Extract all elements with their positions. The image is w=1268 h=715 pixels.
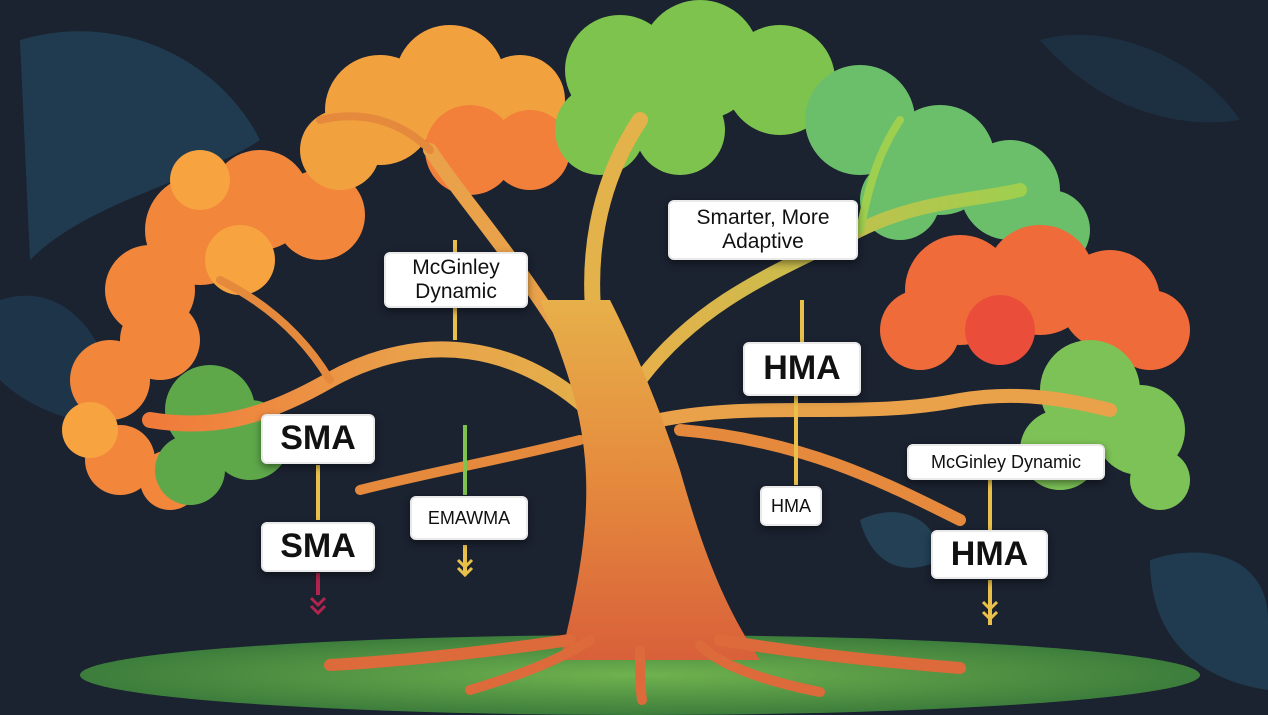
label-text: McGinley Dynamic [930,451,1082,472]
label-text: EMAWMA [427,507,511,528]
label-mcginley-dynamic-right: McGinley Dynamic [907,444,1105,480]
chevron-down-icon [981,600,999,622]
trunk [540,300,760,660]
label-text: HMA [771,495,811,516]
chevron-markers [309,558,999,622]
label-text: McGinley Dynamic [412,255,500,303]
roots [324,634,966,705]
label-mcginley-dynamic-top: McGinley Dynamic [384,252,528,308]
label-sma-lower: SMA [261,522,375,572]
label-connectors [316,240,992,625]
label-smarter-more-adaptive: Smarter, More Adaptive [668,200,858,260]
label-sma-upper: SMA [261,414,375,464]
label-hma-upper: HMA [743,342,861,396]
background-strokes [0,31,1268,690]
label-text: Smarter, More Adaptive [696,205,830,253]
chevron-down-icon [456,558,474,578]
label-text: SMA [280,419,356,458]
label-text: SMA [280,527,356,566]
label-hma-right: HMA [931,530,1048,579]
label-emawma: EMAWMA [410,496,528,540]
label-hma-small: HMA [760,486,822,526]
label-text: HMA [950,534,1029,573]
label-text: HMA [763,349,841,388]
chevron-down-icon [309,596,327,616]
